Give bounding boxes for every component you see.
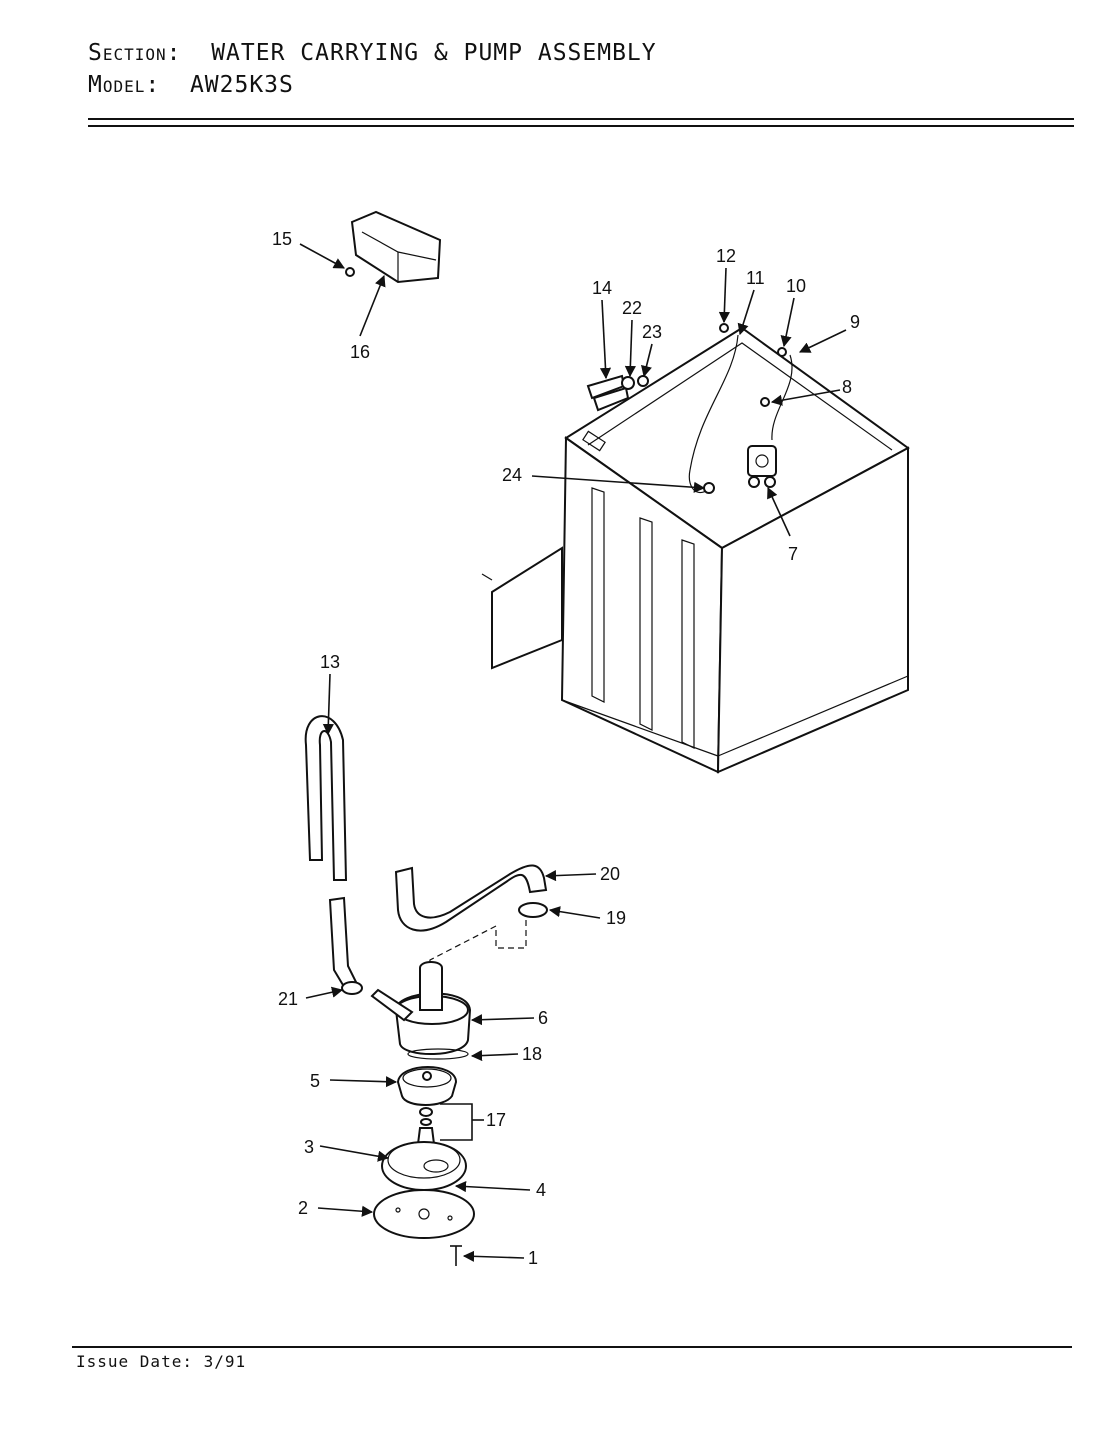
- hose-clamp-21: [341, 981, 363, 995]
- callout-10: 10: [786, 276, 806, 296]
- callout-2: 2: [298, 1198, 308, 1218]
- cabinet-side: [716, 446, 909, 774]
- valve-bracket-screw: [703, 482, 715, 494]
- model-key: Model:: [88, 72, 161, 98]
- footer-rule: [72, 1346, 1072, 1348]
- washer-cabinet: [481, 323, 910, 774]
- drain-hose-upper: [304, 715, 348, 881]
- screw-1: [450, 1245, 462, 1266]
- callout-24: 24: [502, 465, 522, 485]
- pump-seal-18: [407, 1048, 469, 1060]
- screw-12: [719, 323, 729, 333]
- callout-18: 18: [522, 1044, 542, 1064]
- callout-5: 5: [310, 1071, 320, 1091]
- callout-20: 20: [600, 864, 620, 884]
- callout-3: 3: [304, 1137, 314, 1157]
- callout-1: 1: [528, 1248, 538, 1268]
- callout-6: 6: [538, 1008, 548, 1028]
- model-number: AW25K3S: [189, 72, 294, 98]
- pump-hose: [394, 864, 548, 932]
- callout-22: 22: [622, 298, 642, 318]
- callout-11: 11: [746, 268, 765, 288]
- callout-12: 12: [716, 246, 736, 266]
- drain-hose-lower: [328, 896, 360, 992]
- pump-cover: [381, 1141, 467, 1191]
- callout-7: 7: [788, 544, 798, 564]
- inlet-fittings: [586, 374, 649, 412]
- section-header: Section: WATER CARRYING & PUMP ASSEMBLY: [88, 40, 657, 66]
- callout-13: 13: [320, 652, 340, 672]
- section-title: WATER CARRYING & PUMP ASSEMBLY: [211, 40, 657, 66]
- mounting-plate: [373, 1189, 475, 1239]
- callout-9: 9: [850, 312, 860, 332]
- callout-8: 8: [842, 377, 852, 397]
- seal-parts-17: [416, 1103, 473, 1145]
- section-key: Section:: [88, 40, 182, 66]
- model-header: Model: AW25K3S: [88, 72, 294, 98]
- clamp-10: [777, 347, 787, 357]
- callout-labels: 15 16 14 22 23 12 11 10 9 8 7 24 13 20 1…: [272, 229, 860, 1268]
- header-rule-secondary: [88, 125, 1074, 127]
- water-valve: [747, 445, 777, 488]
- callout-19: 19: [606, 908, 626, 928]
- inlet-hose-clamp: [760, 397, 770, 407]
- issue-date: Issue Date: 3/91: [76, 1352, 247, 1371]
- pump-assembly: [370, 961, 472, 1060]
- callout-15: 15: [272, 229, 292, 249]
- callout-17: 17: [486, 1110, 506, 1130]
- callout-4: 4: [536, 1180, 546, 1200]
- mounting-bracket: [345, 210, 442, 284]
- callout-23: 23: [642, 322, 662, 342]
- leader-lines: [299, 243, 847, 1262]
- hose-clamp-19: [518, 902, 548, 918]
- callout-14: 14: [592, 278, 612, 298]
- callout-21: 21: [278, 989, 298, 1009]
- impeller: [396, 1066, 458, 1106]
- callout-16: 16: [350, 342, 370, 362]
- header-rule: [88, 118, 1074, 120]
- rear-access-panel: [491, 546, 563, 670]
